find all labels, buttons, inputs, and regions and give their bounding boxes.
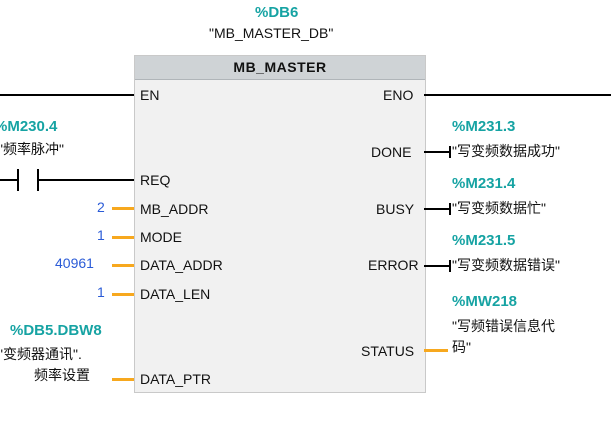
error-coil	[449, 260, 451, 272]
req-right-wire	[38, 179, 134, 181]
pin-done: DONE	[371, 144, 412, 160]
busy-address: %M231.4	[452, 175, 516, 192]
req-contact-symbol: "频率脉冲"	[0, 141, 64, 157]
data-ptr-symbol-line1: "变频器通讯".	[0, 346, 82, 362]
req-left-wire	[0, 179, 18, 181]
pin-mode: MODE	[140, 229, 182, 245]
block-title: MB_MASTER	[135, 56, 425, 80]
function-block[interactable]: MB_MASTER	[134, 55, 426, 393]
data-ptr-wire	[112, 378, 134, 381]
pin-eno: ENO	[383, 87, 414, 103]
instance-db-name: "MB_MASTER_DB"	[209, 25, 334, 41]
data-ptr-symbol-line2[interactable]: 频率设置	[34, 367, 90, 383]
done-address: %M231.3	[452, 118, 516, 135]
req-contact-left-bar	[17, 169, 19, 191]
error-symbol[interactable]: "写变频数据错误"	[452, 257, 560, 273]
eno-power-wire	[424, 94, 611, 96]
data-addr-value[interactable]: 40961	[55, 255, 94, 271]
pin-mb-addr: MB_ADDR	[140, 201, 209, 217]
done-wire	[424, 151, 450, 153]
pin-busy: BUSY	[376, 201, 415, 217]
status-address: %MW218	[452, 293, 518, 310]
data-len-wire	[112, 293, 134, 296]
status-symbol-line1[interactable]: "写频错误信息代	[452, 318, 555, 334]
mode-wire	[112, 236, 134, 239]
done-symbol[interactable]: "写变频数据成功"	[452, 143, 560, 159]
mb-addr-wire	[112, 207, 134, 210]
status-wire	[424, 349, 448, 352]
pin-en: EN	[140, 87, 160, 103]
pin-data-len: DATA_LEN	[140, 286, 211, 302]
pin-status: STATUS	[361, 343, 415, 359]
pin-data-addr: DATA_ADDR	[140, 257, 223, 273]
mb-addr-value[interactable]: 2	[97, 199, 105, 215]
en-power-wire	[0, 94, 134, 96]
busy-wire	[424, 208, 450, 210]
busy-symbol[interactable]: "写变频数据忙"	[452, 200, 546, 216]
pin-req: REQ	[140, 172, 171, 188]
mode-value[interactable]: 1	[97, 227, 105, 243]
instance-db-address: %DB6	[255, 4, 299, 21]
done-coil	[449, 146, 451, 158]
data-ptr-address: %DB5.DBW8	[10, 322, 102, 339]
data-addr-wire	[112, 264, 134, 267]
req-contact-address: %M230.4	[0, 118, 58, 135]
busy-coil	[449, 203, 451, 215]
error-wire	[424, 265, 450, 267]
data-len-value[interactable]: 1	[97, 284, 105, 300]
pin-error: ERROR	[368, 257, 419, 273]
status-symbol-line2: 码"	[452, 339, 471, 355]
error-address: %M231.5	[452, 232, 516, 249]
pin-data-ptr: DATA_PTR	[140, 371, 212, 387]
